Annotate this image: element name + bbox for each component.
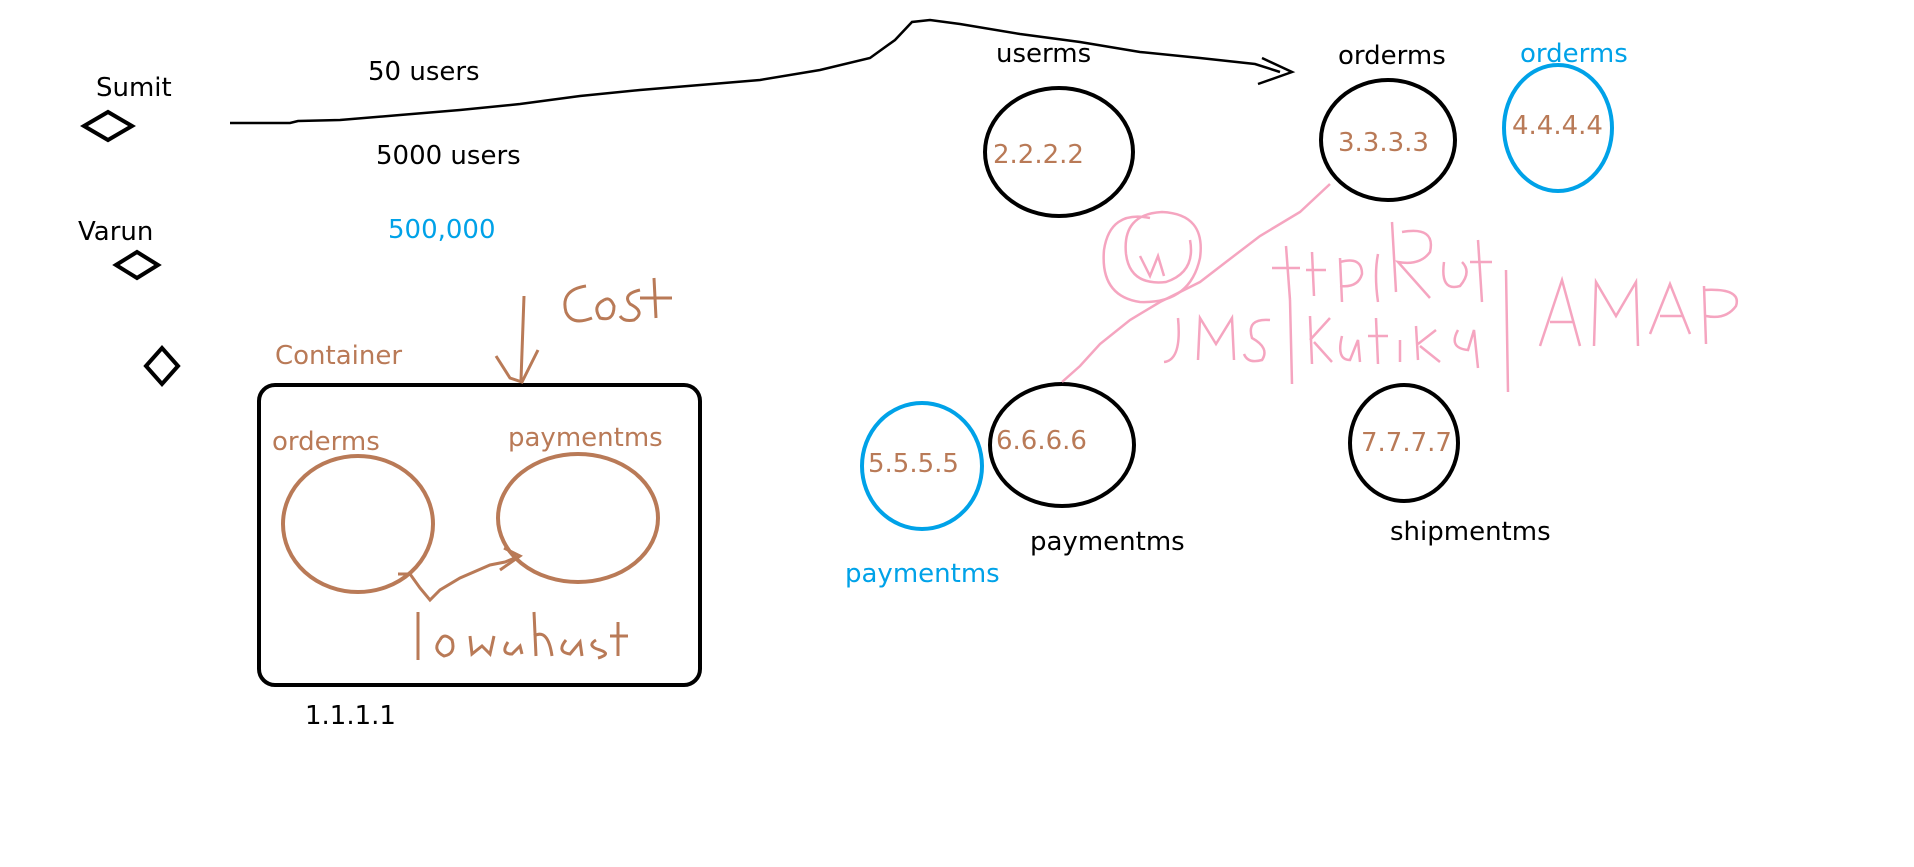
container-box — [257, 383, 702, 687]
userms-ip: 2.2.2.2 — [993, 140, 1084, 170]
protocol-handwriting-amqp — [1538, 275, 1739, 347]
orderms-replica-label: orderms — [1520, 39, 1628, 69]
orderms-node — [1319, 78, 1457, 202]
protocol-circle-scribble — [1102, 210, 1202, 304]
shipmentms-ip: 7.7.7.7 — [1361, 428, 1452, 458]
arrow-icon — [1257, 56, 1296, 86]
localhost-connection — [398, 554, 521, 603]
user-varun-label: Varun — [78, 217, 153, 247]
userms-node — [983, 86, 1135, 218]
load-5000-users: 5000 users — [376, 141, 521, 171]
orderms-label: orderms — [1338, 41, 1446, 71]
userms-label: userms — [996, 39, 1091, 69]
diamond-icon — [112, 249, 162, 281]
diamond-icon — [143, 344, 181, 388]
arrow-icon — [494, 349, 540, 384]
paymentms-ip: 6.6.6.6 — [996, 426, 1087, 456]
container-paymentms-node — [496, 452, 660, 584]
protocol-handwriting-http-rest — [1272, 221, 1492, 303]
cost-handwriting — [563, 277, 672, 323]
container-label: Container — [275, 341, 402, 371]
protocol-handwriting-jms-kafka — [1163, 269, 1510, 393]
paymentms-replica-ip: 5.5.5.5 — [868, 449, 959, 479]
localhost-handwriting — [416, 611, 628, 660]
paymentms-replica-node — [860, 401, 984, 531]
shipmentms-label: shipmentms — [1390, 517, 1551, 547]
diamond-icon — [80, 109, 136, 143]
cost-pointer-line — [519, 295, 526, 381]
container-ip: 1.1.1.1 — [305, 701, 396, 731]
container-orderms-label: orderms — [272, 427, 380, 457]
orderms-replica-ip: 4.4.4.4 — [1512, 111, 1603, 141]
user-sumit-label: Sumit — [96, 73, 172, 103]
load-50-users: 50 users — [368, 57, 480, 87]
container-paymentms-label: paymentms — [508, 423, 663, 453]
shipmentms-node — [1348, 383, 1460, 503]
paymentms-replica-label: paymentms — [845, 559, 1000, 589]
request-flow-line — [230, 18, 1281, 125]
orderms-replica-node — [1502, 63, 1614, 193]
container-orderms-node — [281, 454, 435, 594]
load-500000: 500,000 — [388, 215, 496, 245]
orderms-ip: 3.3.3.3 — [1338, 128, 1429, 158]
arrow-icon — [499, 546, 523, 572]
paymentms-node — [988, 382, 1136, 508]
paymentms-label: paymentms — [1030, 527, 1185, 557]
